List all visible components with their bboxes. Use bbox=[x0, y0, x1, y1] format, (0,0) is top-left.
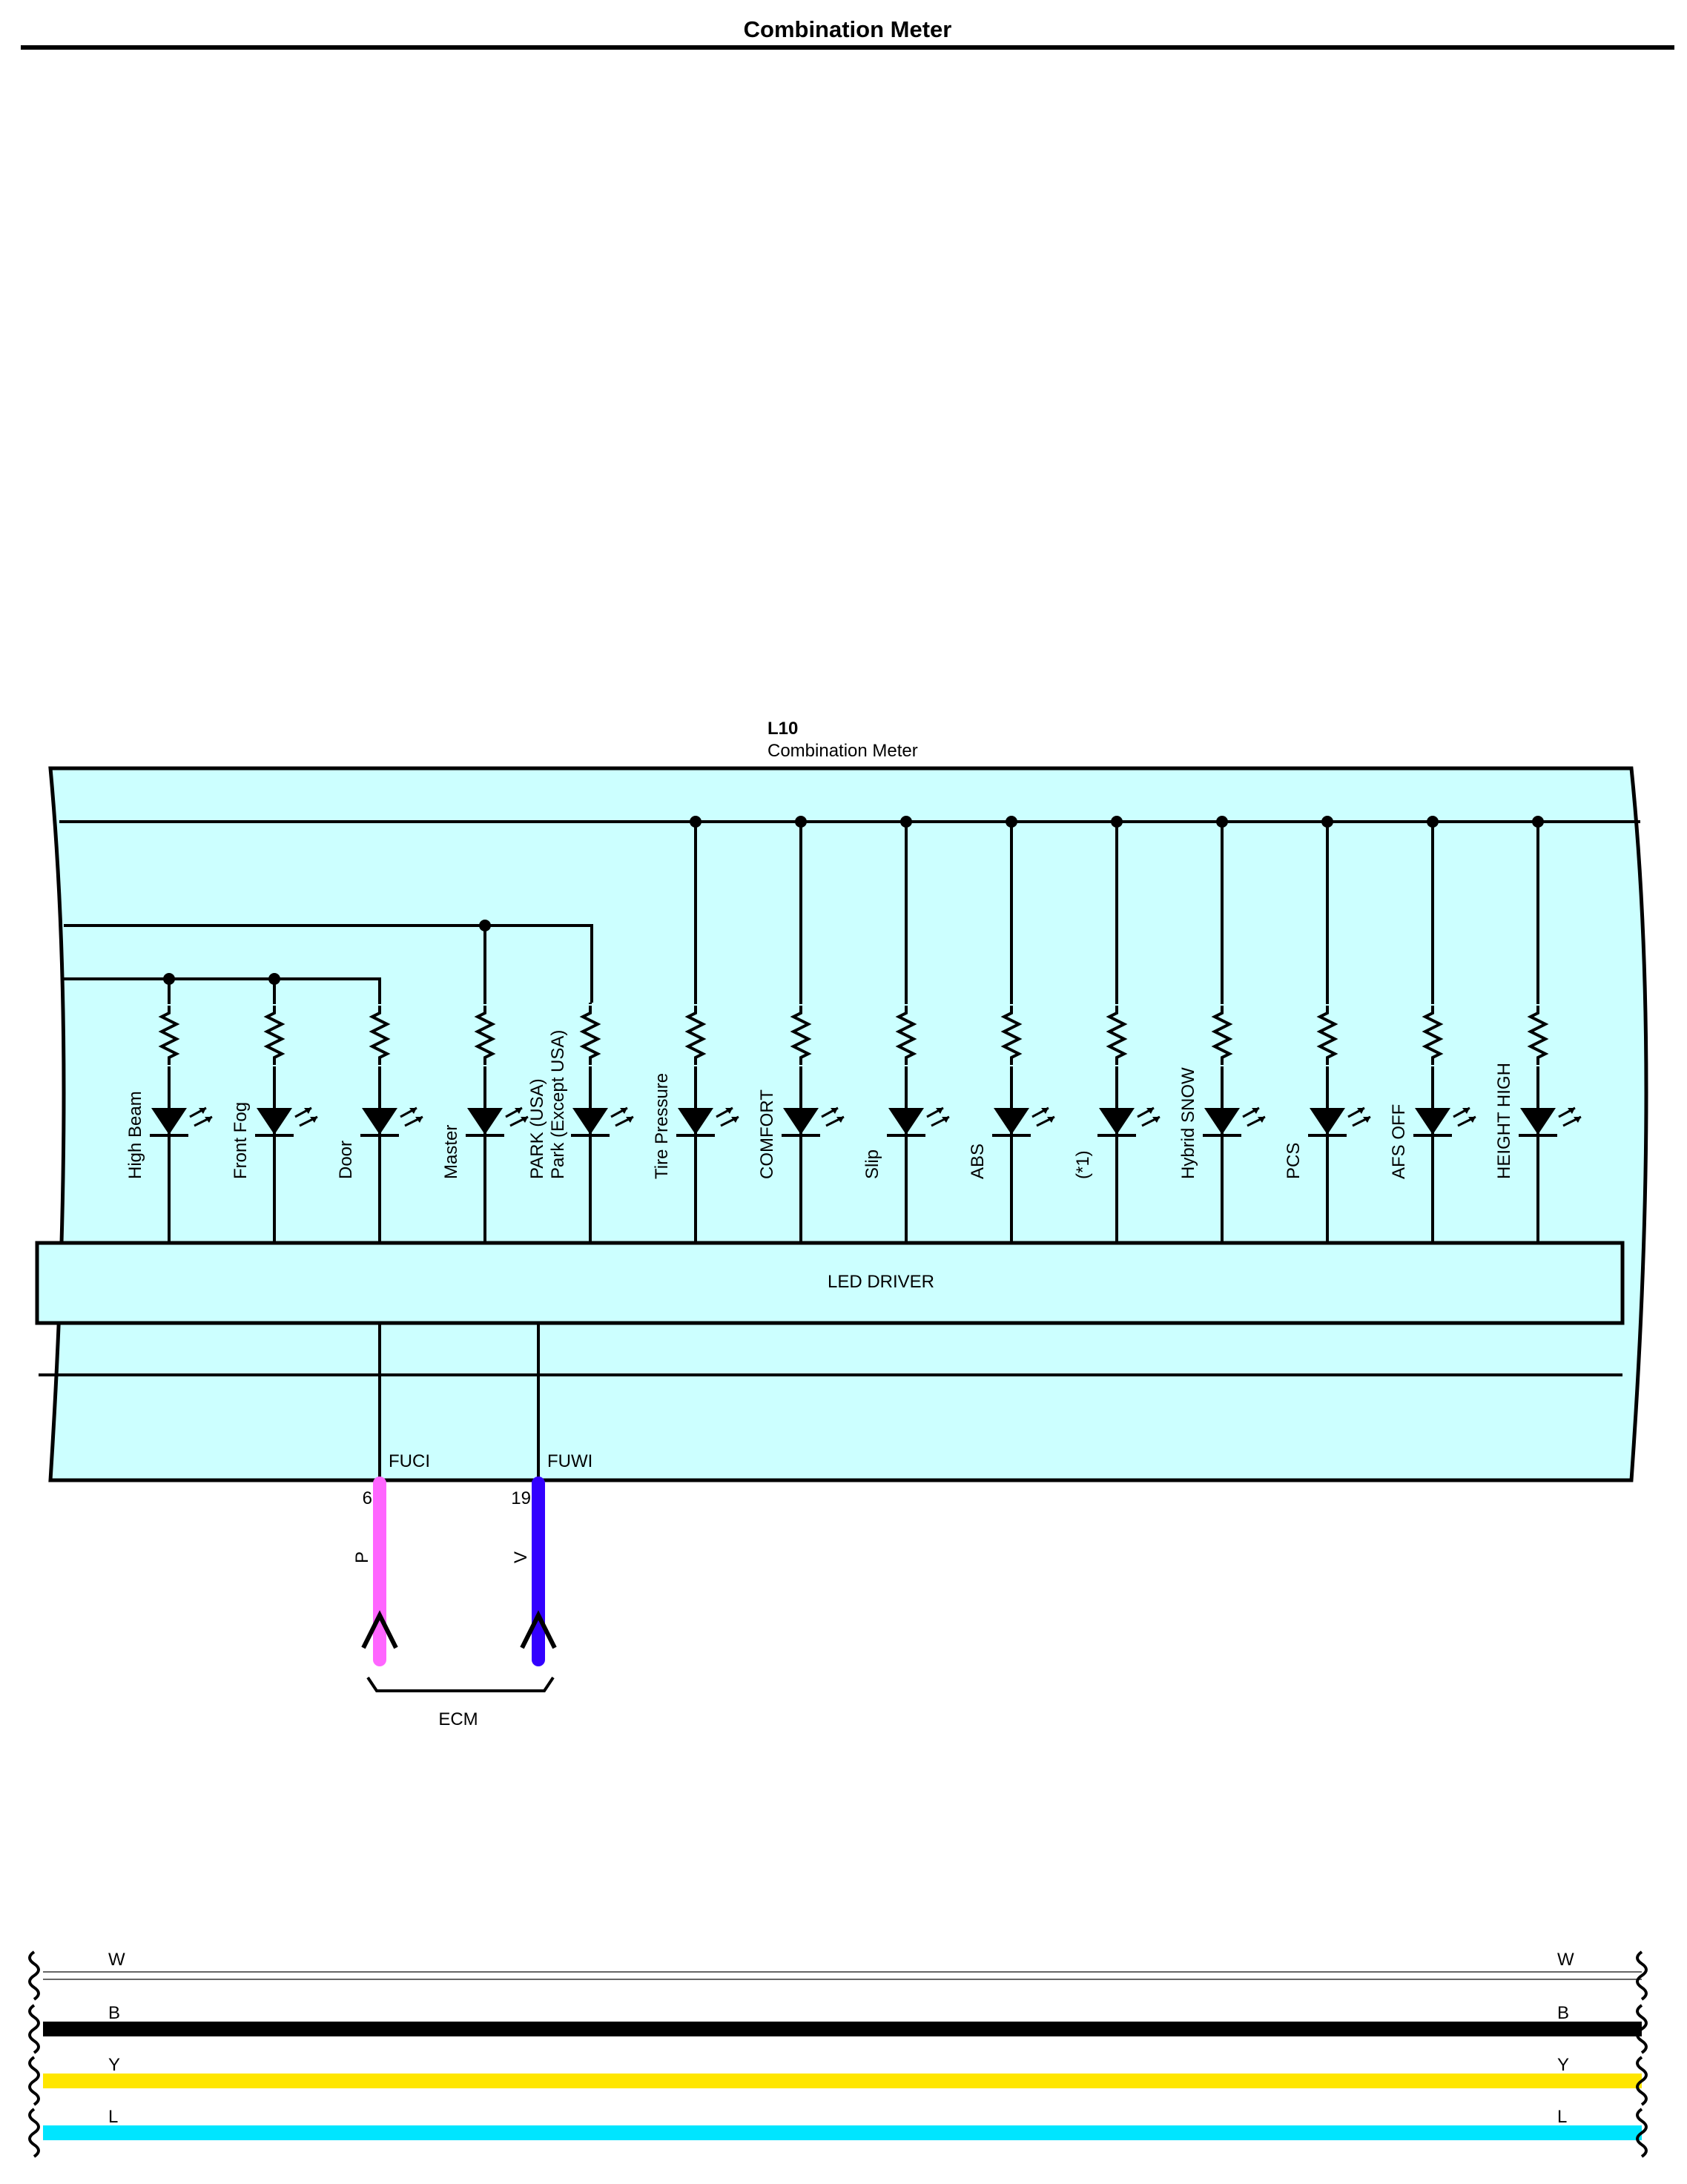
wire-break-mark bbox=[1636, 1950, 1648, 2001]
indicator-front-fog: Front Fog bbox=[231, 973, 319, 1243]
wire-break-mark bbox=[28, 2056, 40, 2106]
bus-wire-label-left: Y bbox=[108, 2055, 120, 2075]
bus-wire-label-left: L bbox=[108, 2107, 118, 2127]
indicator-abs: ABS bbox=[968, 816, 1056, 1243]
terminal-name-fuci: FUCI bbox=[389, 1451, 430, 1471]
indicator-label: Door bbox=[336, 1141, 356, 1179]
junction-dot bbox=[1216, 816, 1228, 828]
indicator-label: ABS bbox=[968, 1144, 988, 1179]
indicator-master: Master bbox=[441, 920, 529, 1243]
indicator-afs-off: AFS OFF bbox=[1389, 816, 1477, 1243]
pin-number-fuwi: 19 bbox=[511, 1488, 531, 1508]
connector-arrow-fuci bbox=[361, 1610, 398, 1649]
wire-break-mark bbox=[1636, 2056, 1648, 2106]
indicator-label: COMFORT bbox=[757, 1089, 777, 1179]
indicator-label: (*1) bbox=[1073, 1150, 1093, 1179]
junction-dot bbox=[1321, 816, 1333, 828]
indicator-label: HEIGHT HIGH bbox=[1494, 1063, 1514, 1179]
bus-wire-label-left: B bbox=[108, 2003, 120, 2023]
connector-arrow-fuwi bbox=[520, 1610, 557, 1649]
component-name: Combination Meter bbox=[767, 741, 918, 761]
junction-dot bbox=[1006, 816, 1017, 828]
ecm-label: ECM bbox=[438, 1709, 478, 1729]
component-code: L10 bbox=[767, 719, 798, 739]
bus-wire-label-right: B bbox=[1557, 2003, 1569, 2023]
wire-break-mark bbox=[28, 2108, 40, 2158]
indicator-slip: Slip bbox=[862, 816, 951, 1243]
indicator-door: Door bbox=[336, 1003, 424, 1243]
page-title: Combination Meter bbox=[744, 16, 952, 42]
indicator-label: PARK (USA) bbox=[527, 1078, 547, 1179]
indicator-label: Tire Pressure bbox=[652, 1073, 672, 1179]
indicator-label: AFS OFF bbox=[1389, 1104, 1409, 1179]
bus-wire-label-left: W bbox=[108, 1950, 125, 1970]
indicator-tire-pressure: Tire Pressure bbox=[652, 816, 740, 1243]
junction-dot bbox=[1532, 816, 1544, 828]
indicator-label: Front Fog bbox=[231, 1102, 251, 1179]
junction-dot bbox=[1111, 816, 1123, 828]
junction-dot bbox=[163, 973, 175, 985]
indicator-comfort: COMFORT bbox=[757, 816, 845, 1243]
indicator-label: PCS bbox=[1284, 1143, 1304, 1179]
indicator-park-usa: PARK (USA)Park (Except USA) bbox=[527, 1003, 635, 1243]
indicator-high-beam: High Beam bbox=[125, 973, 214, 1243]
ecm-brace bbox=[366, 1676, 555, 1692]
wire-break-mark bbox=[1636, 2004, 1648, 2054]
terminal-name-fuwi: FUWI bbox=[547, 1451, 592, 1471]
junction-dot bbox=[1427, 816, 1439, 828]
junction-dot bbox=[900, 816, 912, 828]
indicator-label: Slip bbox=[862, 1149, 882, 1179]
indicator-height-high: HEIGHT HIGH bbox=[1494, 816, 1582, 1243]
junction-dot bbox=[690, 816, 701, 828]
junction-dot bbox=[268, 973, 280, 985]
indicator-pcs: PCS bbox=[1284, 816, 1372, 1243]
junction-dot bbox=[479, 920, 491, 931]
wire-break-mark bbox=[1636, 2108, 1648, 2158]
indicator-label: Hybrid SNOW bbox=[1178, 1067, 1198, 1179]
indicator-label: High Beam bbox=[125, 1091, 145, 1179]
indicator-hybrid-snow: Hybrid SNOW bbox=[1178, 816, 1267, 1243]
indicator-label: Master bbox=[441, 1125, 461, 1179]
wire-color-code-fuwi: V bbox=[511, 1551, 531, 1563]
wire-break-mark bbox=[28, 1950, 40, 2001]
led-driver-block bbox=[35, 1241, 1625, 1325]
wire-color-code-fuci: P bbox=[352, 1551, 372, 1563]
indicator-label-secondary: Park (Except USA) bbox=[548, 1030, 568, 1179]
indicator-1: (*1) bbox=[1073, 816, 1161, 1243]
bus-wire-label-right: L bbox=[1557, 2107, 1567, 2127]
pin-number-fuci: 6 bbox=[363, 1488, 372, 1508]
wire-break-mark bbox=[28, 2004, 40, 2054]
led-driver-label: LED DRIVER bbox=[828, 1272, 934, 1292]
sub-rail-master bbox=[64, 924, 593, 1003]
junction-dot bbox=[795, 816, 807, 828]
bus-wire-label-right: W bbox=[1557, 1950, 1574, 1970]
bus-wire-label-right: Y bbox=[1557, 2055, 1569, 2075]
